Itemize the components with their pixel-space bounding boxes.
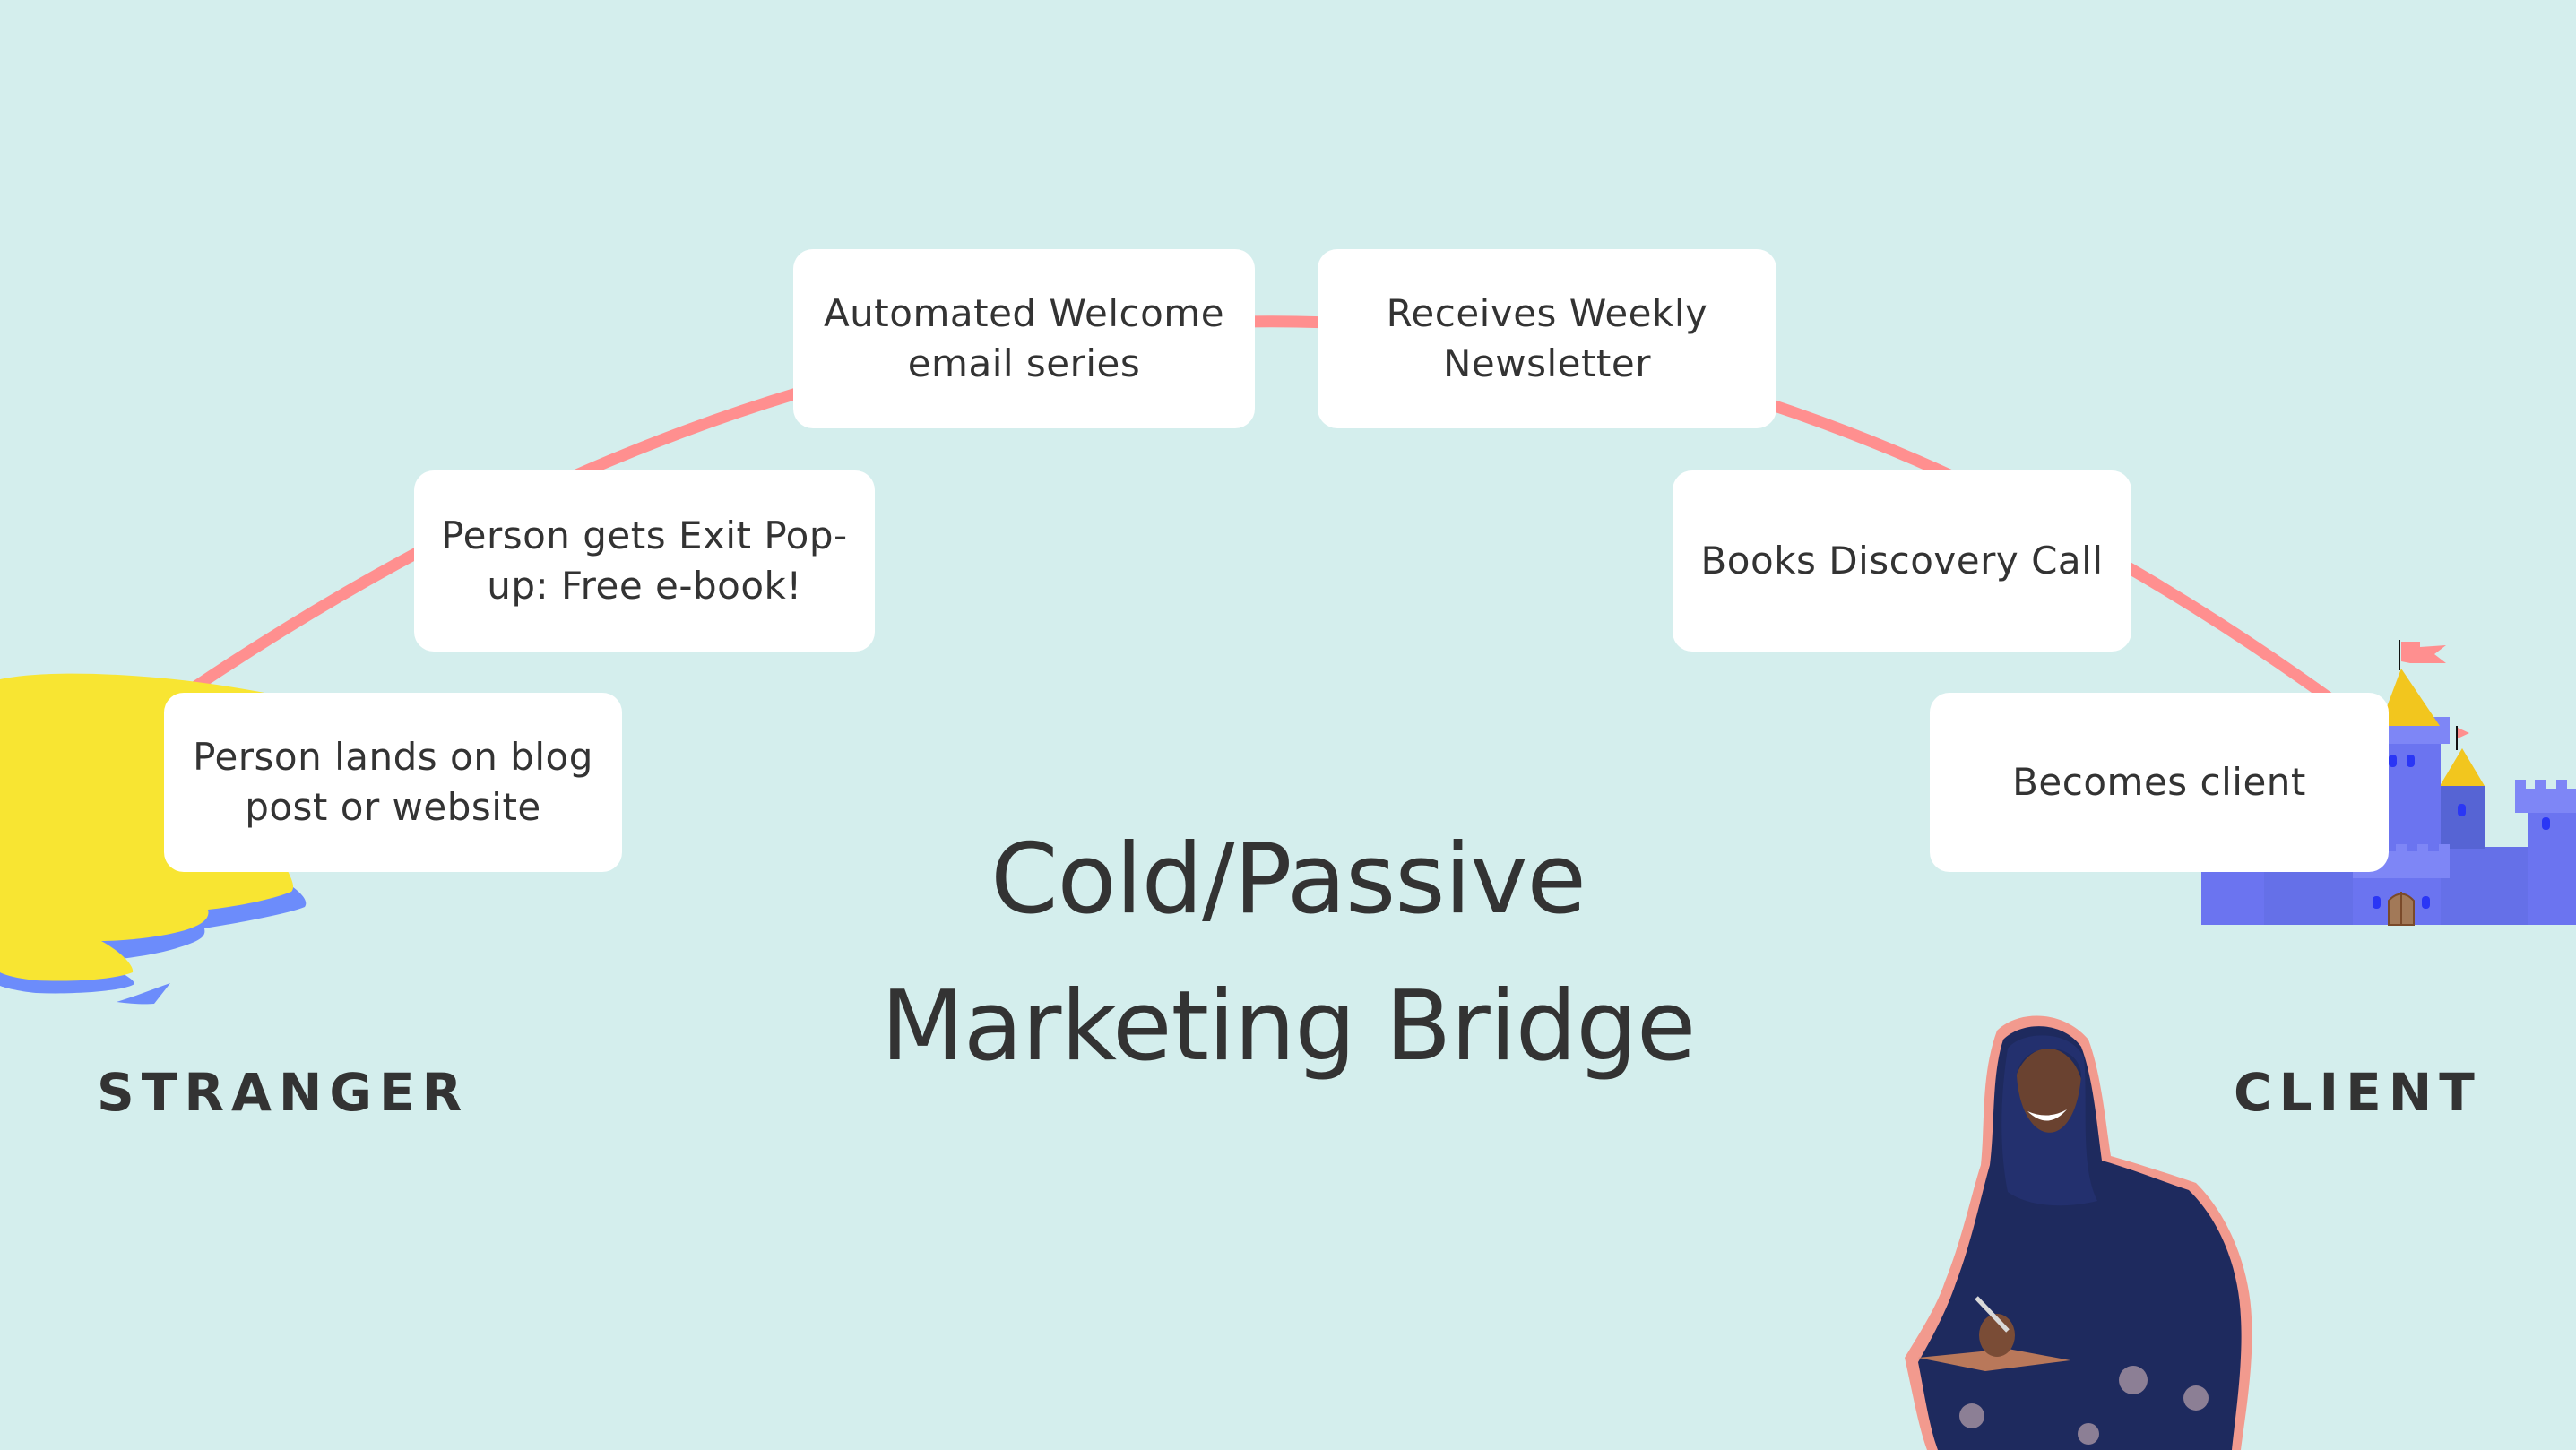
step-text-line1: Person lands on blog	[193, 735, 593, 779]
step-3-welcome-email-series: Automated Welcome email series	[793, 249, 1255, 428]
step-4-weekly-newsletter: Receives Weekly Newsletter	[1318, 249, 1776, 428]
step-text-line2: Newsletter	[1442, 341, 1652, 385]
step-2-exit-popup: Person gets Exit Pop- up: Free e-book!	[414, 470, 875, 652]
slide-title-line2: Marketing Bridge	[880, 971, 1697, 1083]
step-text-line2: post or website	[245, 785, 541, 829]
step-5-discovery-call: Books Discovery Call	[1673, 470, 2131, 652]
stranger-label: STRANGER	[97, 1062, 470, 1123]
step-text-line2: up: Free e-book!	[487, 564, 802, 608]
step-text-line1: Becomes client	[2012, 760, 2306, 804]
client-label: CLIENT	[2234, 1062, 2482, 1123]
step-text-line1: Automated Welcome	[823, 291, 1225, 335]
step-text-line1: Books Discovery Call	[1700, 539, 2104, 583]
step-text-line1: Receives Weekly	[1386, 291, 1708, 335]
step-6-becomes-client: Becomes client	[1930, 693, 2389, 872]
step-1-lands-on-blog: Person lands on blog post or website	[164, 693, 622, 872]
step-text-line2: email series	[907, 341, 1141, 385]
slide-title-line1: Cold/Passive	[990, 824, 1586, 936]
step-text-line1: Person gets Exit Pop-	[441, 514, 848, 557]
